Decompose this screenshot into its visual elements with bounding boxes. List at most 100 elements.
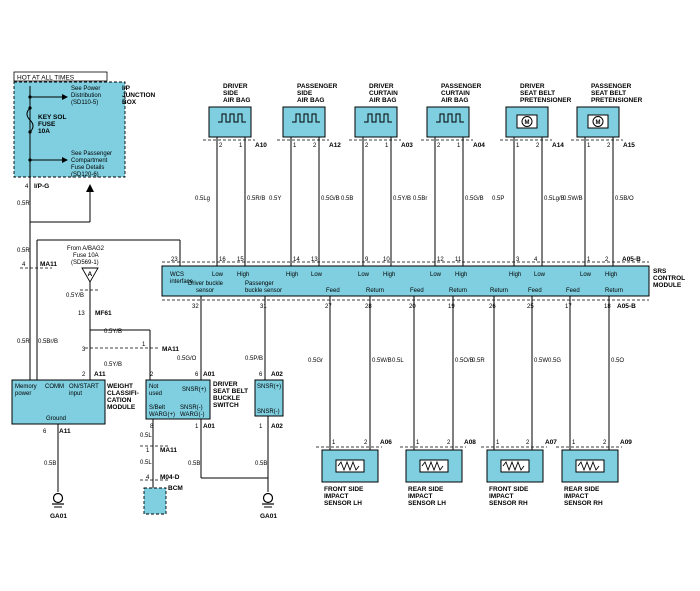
srs-label-right: High xyxy=(237,272,249,278)
wire-0-5yb-c: 0.5Y/B xyxy=(104,362,122,368)
hot-label: HOT AT ALL TIMES xyxy=(17,75,75,82)
wire-0-5pb: 0.5P/B xyxy=(245,356,263,362)
srs-pin-31: 31 xyxy=(260,304,267,310)
svg-text:SWITCH: SWITCH xyxy=(213,402,239,409)
srs-title: SRS CONTROL MODULE xyxy=(653,268,685,289)
pass-pin-bottom: 1 xyxy=(259,424,263,430)
squib-coil-icon xyxy=(364,113,392,123)
ip-box-ref-power: See Power Distribution (SD110-5) xyxy=(71,86,101,106)
srs-pin-left: 12 xyxy=(437,257,444,263)
srs-pass-buckle-1: Passenger xyxy=(245,281,274,287)
sensor-pin-right: 2 xyxy=(364,440,368,446)
srs-wcs-label-1: WCS xyxy=(170,272,184,278)
pass-pin-top: 6 xyxy=(259,372,263,378)
srs-label-left: Low xyxy=(358,272,370,278)
airbag-pin-right: 1 xyxy=(385,143,389,149)
m04-label: M04-D xyxy=(160,474,180,481)
airbag-wire-right-label: 0.5G/B xyxy=(321,196,340,202)
svg-text:I/P: I/P xyxy=(122,85,131,92)
sensor-connector: A09 xyxy=(620,439,632,446)
buckle-not-used-2: used xyxy=(149,391,162,397)
sensor-pin-left: 1 xyxy=(496,440,500,446)
wcm-title: WEIGHT CLASSIFI- CATION MODULE xyxy=(107,383,139,411)
svg-text:Distribution: Distribution xyxy=(71,93,101,99)
sensor-title: SENSOR LH xyxy=(324,500,362,507)
airbag-pin-right: 2 xyxy=(536,143,540,149)
ip-box-arrows xyxy=(28,94,68,163)
sensor-wire-left-label: 0.5G xyxy=(548,358,561,364)
airbag-title: PRETENSIONER xyxy=(591,97,643,104)
sensor-title: REAR SIDE xyxy=(564,486,600,493)
ground-ga01-left: GA01 xyxy=(50,513,67,520)
srs-pin-right: 13 xyxy=(311,257,318,263)
pass-snsr-minus: SNSR(-) xyxy=(257,409,280,415)
svg-text:Fuse Details: Fuse Details xyxy=(71,165,104,171)
airbag-title: DRIVER xyxy=(520,83,545,90)
ref-a-letter: A xyxy=(88,271,93,278)
srs-pass-buckle-2: buckle sensor xyxy=(245,288,282,294)
buckle-snsr-minus-2: WARG(-) xyxy=(180,412,204,418)
svg-text:SEAT BELT: SEAT BELT xyxy=(213,388,248,395)
airbag-pin-right: 2 xyxy=(313,143,317,149)
srs-sensor-pin-number: 20 xyxy=(409,304,416,310)
svg-text:CATION: CATION xyxy=(107,397,132,404)
buckle-ma11-label: MA11 xyxy=(160,447,177,454)
motor-icon-label: M xyxy=(596,120,601,126)
srs-label-left: High xyxy=(286,272,298,278)
svg-text:(SD110-5): (SD110-5) xyxy=(71,100,98,106)
srs-pin-left: 9 xyxy=(365,257,369,263)
sensor-title: SENSOR RH xyxy=(489,500,528,507)
airbag-title: CURTAIN xyxy=(441,90,470,97)
sensor-pin-right: 2 xyxy=(603,440,607,446)
resistor-icon xyxy=(577,460,600,472)
resistor-icon xyxy=(337,460,360,472)
sensor-connector: A08 xyxy=(464,439,476,446)
sensor-pin-left: 1 xyxy=(572,440,576,446)
airbag-wire-left-label: 0.5Y xyxy=(269,196,281,202)
buckle-conn-top: A01 xyxy=(203,371,215,378)
srs-sensor-pin-label: Feed xyxy=(528,288,542,294)
wire-0-5r-mid: 0.5R xyxy=(17,248,30,254)
wcm-memory-2: power xyxy=(15,391,31,397)
buckle-conn-bottom: A01 xyxy=(203,423,215,430)
wire-0-5go: 0.5G/O xyxy=(177,356,197,362)
srs-sensor-pin-label: Return xyxy=(605,288,623,294)
mf61-label: MF61 xyxy=(95,310,112,317)
wire-0-5brb: 0.5Br/B xyxy=(38,339,58,345)
airbag-pin-left: 1 xyxy=(587,143,591,149)
airbag-connector: A10 xyxy=(255,142,267,149)
sensor-group: Feed27Return28Feed20Return19Return26Feed… xyxy=(308,288,632,507)
squib-coil-icon xyxy=(292,113,320,123)
airbag-pin-left: 2 xyxy=(219,143,223,149)
sensor-wire-left-label: 0.5R xyxy=(472,358,485,364)
wcm-comm: COMM xyxy=(45,384,64,390)
airbag-title: AIR BAG xyxy=(369,97,396,104)
feedback-arrow xyxy=(86,184,94,192)
mf61-pin: 13 xyxy=(78,311,85,317)
svg-text:See Passenger: See Passenger xyxy=(71,151,112,157)
sensor-wire-right-label: 0.5O/B xyxy=(455,358,474,364)
airbag-title: DRIVER xyxy=(223,83,248,90)
buckle-wire-0-5l: 0.5L xyxy=(140,433,152,439)
wcm-conn-top: A11 xyxy=(94,371,106,378)
squib-coil-icon xyxy=(436,113,464,123)
srs-pin-left: 3 xyxy=(516,257,520,263)
srs-sensor-pin-label: Return xyxy=(449,288,467,294)
srs-bottom-conn: A05-B xyxy=(617,303,636,310)
srs-driver-buckle-1: Driver buckle xyxy=(188,281,224,287)
airbag-title: AIR BAG xyxy=(441,97,468,104)
pass-conn-top: A02 xyxy=(271,371,283,378)
airbag-title: SEAT BELT xyxy=(591,90,626,97)
